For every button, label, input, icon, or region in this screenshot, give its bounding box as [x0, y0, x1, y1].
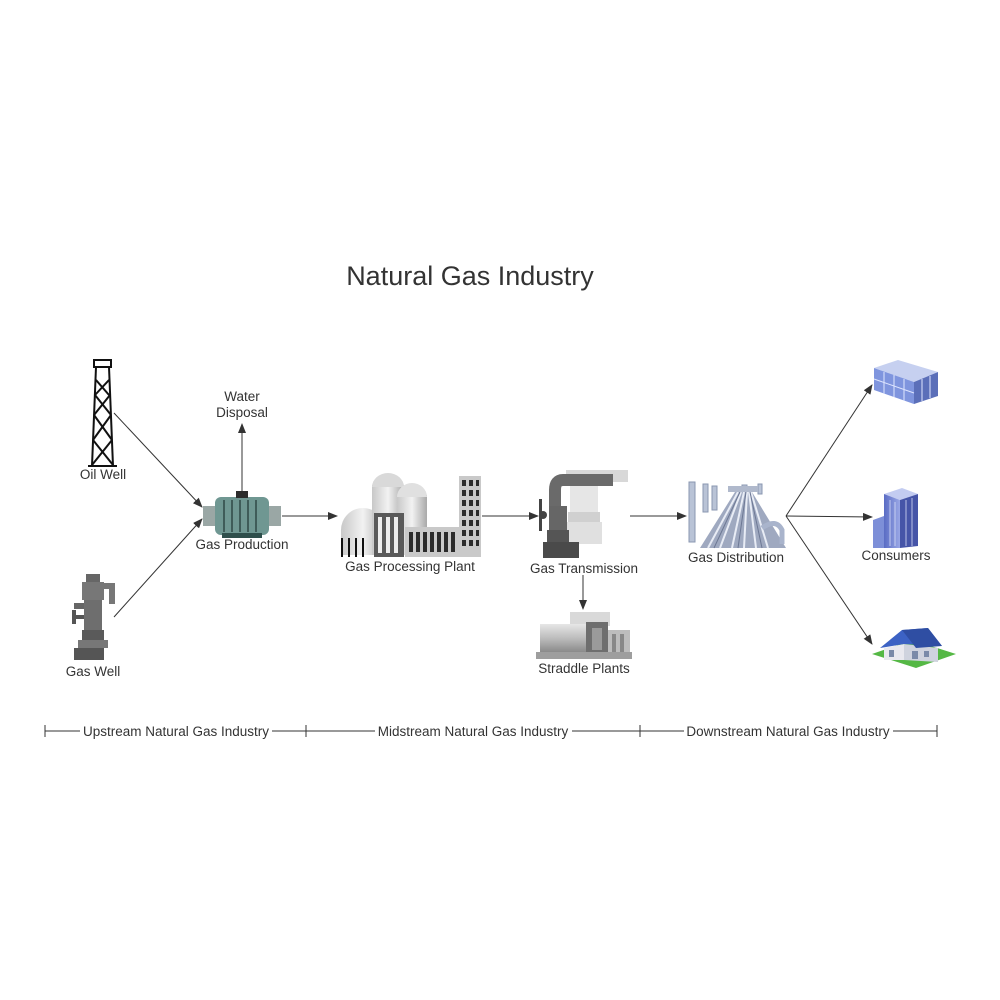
downstream-segment-label: Downstream Natural Gas Industry: [686, 724, 890, 739]
page-title: Natural Gas Industry: [346, 261, 594, 291]
gas-processing-plant-label: Gas Processing Plant: [345, 559, 475, 574]
straddle-plants-label: Straddle Plants: [538, 661, 630, 676]
gas-distribution-icon: [688, 481, 786, 549]
gas-transmission-icon: [539, 470, 628, 558]
water-disposal-label-line1: Water: [224, 389, 260, 404]
edge-distribution-to-industrial: [785, 512, 873, 521]
industrial-building-icon: [873, 488, 918, 548]
gas-distribution-label: Gas Distribution: [688, 550, 784, 565]
upstream-segment-label: Upstream Natural Gas Industry: [83, 724, 269, 739]
edge-oil-well-to-production: [113, 412, 203, 508]
gas-production-label: Gas Production: [195, 537, 288, 552]
straddle-plants-icon: [536, 612, 632, 659]
consumers-label: Consumers: [861, 548, 930, 563]
house-icon: [872, 628, 956, 668]
gas-processing-plant-icon: [341, 473, 481, 557]
edge-gas-well-to-production: [113, 518, 203, 618]
commercial-building-icon: [873, 360, 938, 404]
industry-segment-scale: [44, 725, 938, 737]
gas-well-icon: [72, 574, 115, 660]
water-disposal-label-line2: Disposal: [216, 405, 268, 420]
oil-well-icon: [88, 359, 117, 467]
gas-well-label: Gas Well: [66, 664, 121, 679]
gas-production-icon: [203, 491, 281, 538]
edge-distribution-to-residential: [785, 515, 873, 645]
gas-transmission-label: Gas Transmission: [530, 561, 638, 576]
midstream-segment-label: Midstream Natural Gas Industry: [378, 724, 569, 739]
edge-distribution-to-commercial: [785, 384, 873, 517]
oil-well-label: Oil Well: [80, 467, 126, 482]
